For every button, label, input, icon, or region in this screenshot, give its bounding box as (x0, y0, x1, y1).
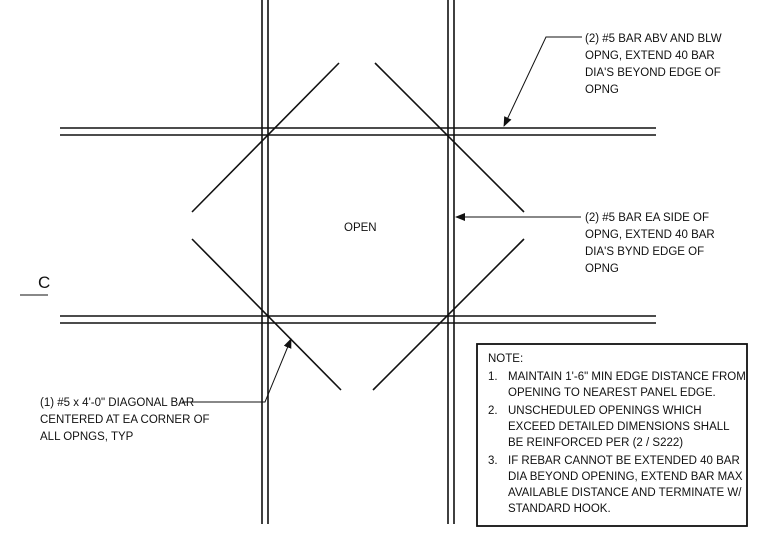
note-item-2-line-3: BE REINFORCED PER (2 / S222) (508, 437, 683, 449)
callout-left-line-3: ALL OPNGS, TYP (40, 431, 134, 443)
note-title: NOTE: (488, 353, 523, 365)
note-item-2-num: 2. (488, 405, 498, 417)
note-item-3-line-2: DIA BEYOND OPENING, EXTEND BAR MAX (508, 471, 743, 483)
callout-right: (2) #5 BAR EA SIDE OF OPNG, EXTEND 40 BA… (455, 212, 715, 275)
horizontal-bars (60, 127, 656, 324)
vertical-bars (261, 0, 455, 524)
callout-right-line-4: OPNG (585, 263, 619, 275)
note-item-3-line-3: AVAILABLE DISTANCE AND TERMINATE W/ (508, 487, 742, 499)
note-item-1-line-1: MAINTAIN 1'-6" MIN EDGE DISTANCE FROM (508, 371, 746, 383)
section-letter: C (38, 273, 50, 292)
callout-top: (2) #5 BAR ABV AND BLW OPNG, EXTEND 40 B… (503, 33, 722, 127)
section-mark: C (20, 273, 50, 296)
note-item-1-line-2: OPENING TO NEAREST PANEL EDGE. (508, 387, 716, 399)
callout-right-line-1: (2) #5 BAR EA SIDE OF (585, 212, 709, 224)
open-label: OPEN (344, 222, 377, 234)
note-box: NOTE: 1. MAINTAIN 1'-6" MIN EDGE DISTANC… (476, 343, 748, 527)
note-item-3-num: 3. (488, 455, 498, 467)
callout-top-line-4: OPNG (585, 84, 619, 96)
note-item-2-line-1: UNSCHEDULED OPENINGS WHICH (508, 405, 702, 417)
callout-left-line-2: CENTERED AT EA CORNER OF (40, 414, 210, 426)
callout-top-line-2: OPNG, EXTEND 40 BAR (585, 50, 715, 62)
callout-left: (1) #5 x 4'-0" DIAGONAL BAR CENTERED AT … (40, 338, 292, 443)
note-item-3-line-1: IF REBAR CANNOT BE EXTENDED 40 BAR (508, 455, 740, 467)
diagonal-bars (191, 62, 525, 391)
callout-top-line-3: DIA'S BEYOND EDGE OF (585, 67, 721, 79)
callout-right-line-2: OPNG, EXTEND 40 BAR (585, 229, 715, 241)
callout-left-line-1: (1) #5 x 4'-0" DIAGONAL BAR (40, 397, 194, 409)
note-item-3-line-4: STANDARD HOOK. (508, 503, 611, 515)
callout-right-line-3: DIA'S BYND EDGE OF (585, 246, 704, 258)
note-item-2-line-2: EXCEED DETAILED DIMENSIONS SHALL (508, 421, 730, 433)
note-item-1-num: 1. (488, 371, 498, 383)
callout-top-line-1: (2) #5 BAR ABV AND BLW (585, 33, 722, 45)
